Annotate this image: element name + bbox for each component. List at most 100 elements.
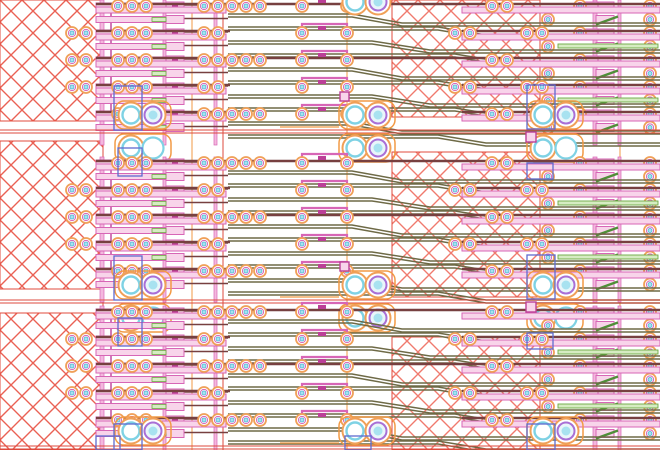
diff-pair-trace[interactable] <box>228 319 660 330</box>
ground-stub[interactable] <box>151 255 167 260</box>
component-outline[interactable] <box>113 255 143 301</box>
diff-pair-trace[interactable] <box>228 349 660 360</box>
ground-stub[interactable] <box>151 174 167 179</box>
connector-pad[interactable] <box>165 429 185 438</box>
signal-trace-wide[interactable] <box>461 190 660 198</box>
diff-pair-trace[interactable] <box>228 227 660 238</box>
ground-stub[interactable] <box>151 377 167 382</box>
signal-trace-wide[interactable] <box>461 87 660 95</box>
bus-bar-vertical[interactable] <box>617 305 622 450</box>
diff-pair-trace[interactable] <box>228 173 660 184</box>
ground-stub[interactable] <box>151 350 167 355</box>
diff-pair-trace[interactable] <box>228 251 660 262</box>
ground-trace[interactable] <box>557 97 659 103</box>
signal-trace-wide[interactable] <box>461 312 660 320</box>
component-outline[interactable] <box>344 435 372 450</box>
ground-stub[interactable] <box>151 17 167 22</box>
component-outline[interactable] <box>526 254 556 300</box>
ground-stub[interactable] <box>151 228 167 233</box>
signal-trace-wide[interactable] <box>461 217 660 225</box>
diff-pair-trace[interactable] <box>228 443 660 450</box>
signal-trace-wide[interactable] <box>461 60 660 68</box>
diff-pair-trace[interactable] <box>228 400 660 411</box>
ground-stub[interactable] <box>151 44 167 49</box>
signal-trace-wide[interactable] <box>95 366 227 374</box>
diff-pair-trace[interactable] <box>228 16 660 27</box>
signal-trace-wide[interactable] <box>95 244 227 252</box>
component-outline[interactable] <box>113 423 143 450</box>
signal-trace-wide[interactable] <box>95 190 227 198</box>
signal-trace-wide[interactable] <box>95 33 227 41</box>
smd-pad[interactable] <box>339 91 350 102</box>
ground-stub[interactable] <box>151 323 167 328</box>
connector-pad[interactable] <box>165 348 185 357</box>
smd-pad[interactable] <box>525 301 537 313</box>
connector-pad[interactable] <box>165 226 185 235</box>
signal-trace-wide[interactable] <box>461 163 660 171</box>
mounting-hole[interactable] <box>554 136 578 160</box>
ground-stub[interactable] <box>151 404 167 409</box>
component-outline[interactable] <box>113 85 143 131</box>
connector-pad[interactable] <box>165 69 185 78</box>
ground-trace[interactable] <box>557 349 659 355</box>
connector-pad[interactable] <box>165 321 185 330</box>
signal-trace-wide[interactable] <box>95 6 227 14</box>
signal-trace-wide[interactable] <box>461 33 660 41</box>
component-outline[interactable] <box>526 84 556 130</box>
connector-pad[interactable] <box>165 199 185 208</box>
diff-pair-trace[interactable] <box>228 376 660 387</box>
smd-pad[interactable] <box>525 131 537 143</box>
diff-pair-trace[interactable] <box>228 13 660 24</box>
signal-trace-wide[interactable] <box>95 393 227 401</box>
component-outline[interactable] <box>526 332 554 350</box>
ground-trace[interactable] <box>557 254 659 260</box>
component-outline[interactable] <box>117 147 143 177</box>
connector-pad[interactable] <box>165 402 185 411</box>
signal-trace-wide[interactable] <box>95 87 227 95</box>
ground-trace[interactable] <box>557 200 659 206</box>
diff-pair-trace[interactable] <box>228 197 660 208</box>
connector-pad[interactable] <box>165 253 185 262</box>
diff-pair-trace[interactable] <box>228 346 660 357</box>
component-outline[interactable] <box>95 435 121 450</box>
smd-pad[interactable] <box>339 261 350 272</box>
bus-bar-vertical[interactable] <box>617 0 622 146</box>
diff-pair-trace[interactable] <box>228 373 660 384</box>
connector-pad[interactable] <box>165 42 185 51</box>
diff-pair-trace[interactable] <box>228 322 660 333</box>
signal-trace-wide[interactable] <box>95 217 227 225</box>
signal-trace-wide[interactable] <box>461 6 660 14</box>
connector-pad[interactable] <box>165 172 185 181</box>
signal-trace-wide[interactable] <box>461 393 660 401</box>
connector-pad[interactable] <box>165 280 185 289</box>
signal-trace-wide[interactable] <box>461 339 660 347</box>
mounting-hole[interactable] <box>141 136 165 160</box>
diff-pair-trace[interactable] <box>228 70 660 81</box>
ground-stub[interactable] <box>151 71 167 76</box>
diff-pair-trace[interactable] <box>228 67 660 78</box>
signal-trace-wide[interactable] <box>95 312 227 320</box>
diff-pair-trace[interactable] <box>228 403 660 414</box>
diff-pair-trace[interactable] <box>228 170 660 181</box>
diff-pair-trace[interactable] <box>228 43 660 54</box>
connector-pad[interactable] <box>165 375 185 384</box>
component-outline[interactable] <box>526 162 554 180</box>
signal-trace-wide[interactable] <box>95 339 227 347</box>
diff-pair-trace[interactable] <box>228 224 660 235</box>
ground-stub[interactable] <box>151 201 167 206</box>
component-outline[interactable] <box>117 317 143 347</box>
bus-bar-vertical[interactable] <box>617 156 622 303</box>
component-outline[interactable] <box>526 423 556 450</box>
signal-trace-wide[interactable] <box>95 163 227 171</box>
diff-pair-trace[interactable] <box>228 40 660 51</box>
ground-trace[interactable] <box>557 403 659 409</box>
signal-trace-wide[interactable] <box>95 60 227 68</box>
signal-trace-wide[interactable] <box>461 366 660 374</box>
diff-pair-trace[interactable] <box>228 200 660 211</box>
diff-pair-trace[interactable] <box>228 254 660 265</box>
signal-trace-wide[interactable] <box>461 244 660 252</box>
ground-trace[interactable] <box>557 43 659 49</box>
connector-pad[interactable] <box>165 15 185 24</box>
